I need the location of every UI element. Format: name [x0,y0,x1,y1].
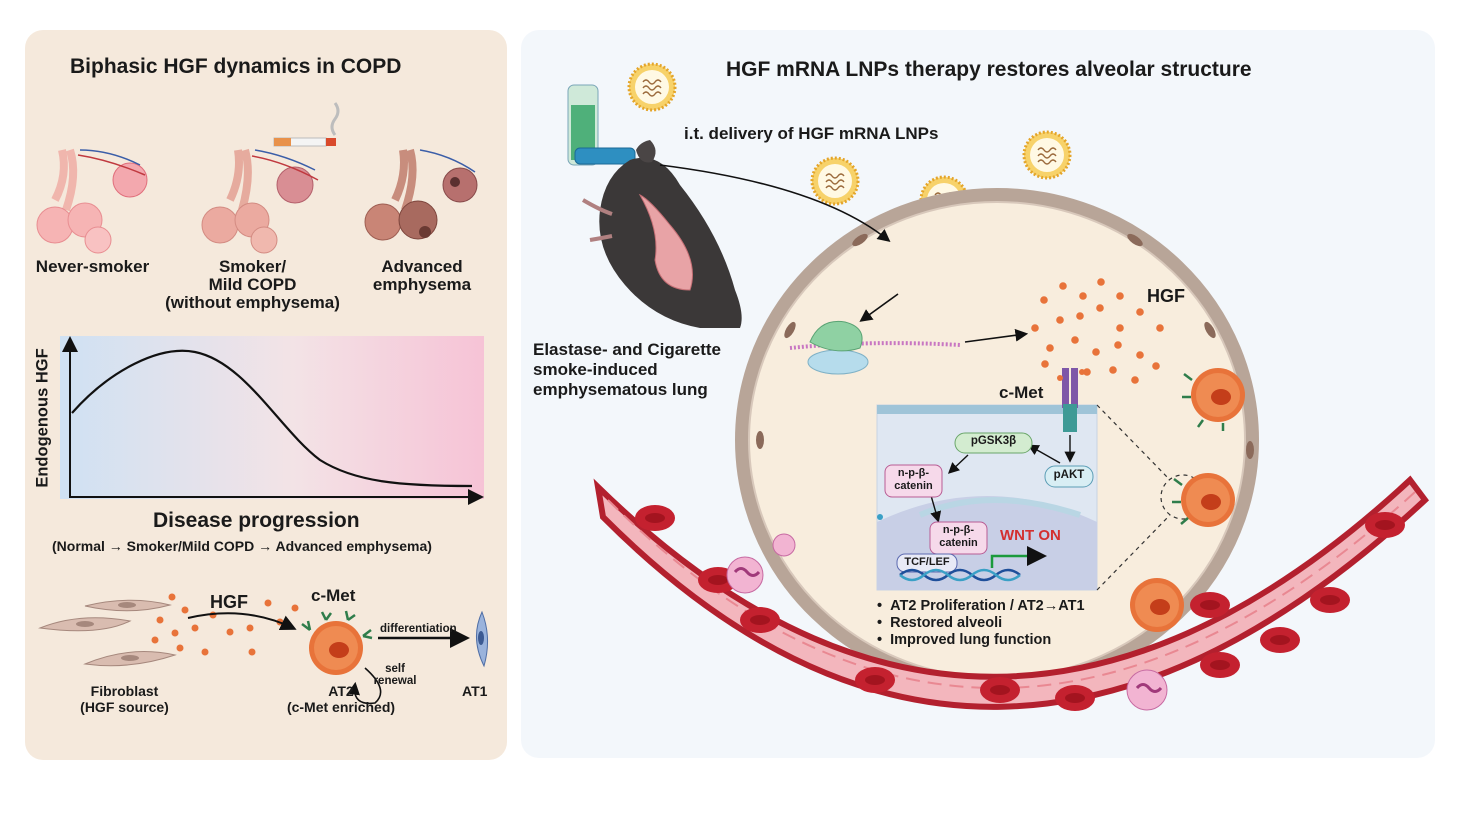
at2-cell-icon [301,610,373,675]
pgsk-node [954,432,1033,454]
fibroblast-line: (HGF source) [80,699,169,715]
fibroblast-icon [38,599,177,667]
right-cmet-label: c-Met [999,383,1044,402]
blood-vessel [593,475,1430,710]
stage-label-line: Never-smoker [35,257,150,276]
left-title: Biphasic HGF dynamics in COPD [70,55,402,78]
at1-label: AT1 [462,683,488,699]
pakt-label: pAKT [1053,469,1085,481]
fibroblast-line: Fibroblast [90,683,159,699]
self-renewal-line: self [385,663,405,675]
stage-label-line: Advanced [381,257,463,276]
chart-ylabel: Endogenous HGF [33,348,52,488]
translation-arrow [964,328,1029,343]
stage-label-line: (without emphysema) [165,293,340,312]
outcome-item: • Improved lung function [877,632,1052,648]
stage-label-line: Mild COPD [208,275,297,294]
lnp-icon [627,62,677,112]
model-line: emphysematous lung [533,380,708,399]
npb-line: catenin [939,537,978,549]
npb-line: n-p-β- [942,524,975,536]
at2-line: (c-Met enriched) [286,699,396,715]
cell-membrane [877,405,1097,414]
outcome-text: Restored alveoli [890,615,1003,631]
npb-line: catenin [894,480,933,492]
model-label: Elastase- and Cigarette smoke-induced em… [533,340,721,400]
lnp-icon [810,156,860,206]
at2-cell-icon [1182,368,1245,431]
right-hgf-label: HGF [1147,286,1185,306]
stage-label-smoker: Smoker/ Mild COPD (without emphysema) [155,258,350,312]
npb-node-1 [884,464,943,498]
wnt-label: WNT ON [1000,527,1061,544]
tcf-label: TCF/LEF [904,556,950,568]
left-cmet-label: c-Met [311,586,356,605]
transcription-arrow [990,546,1047,568]
mouse-icon [581,140,742,328]
at2-label: AT2 (c-Met enriched) [275,683,407,715]
self-renewal-arrow [347,667,382,705]
stage-label-never-smoker: Never-smoker [30,258,155,276]
inhaler-icon [567,84,636,166]
left-hgf-label: HGF [210,592,248,612]
delivery-arrow [659,164,891,243]
alveolar-cell-nuclei [756,233,1254,459]
hgf-arrow [187,612,297,631]
outcome-text: Improved lung function [890,632,1052,648]
dna-icon [899,568,1021,582]
pakt-node [1044,465,1094,488]
stage-label-advanced: Advanced emphysema [362,258,482,294]
npb-line: n-p-β- [897,467,930,479]
lnp-icon [1022,130,1072,180]
lung-icon [201,148,319,254]
at2-line: AT2 [328,683,354,699]
outcome-text: AT2 Proliferation / AT2→AT1 [890,598,1085,614]
at2-cell-icon [1172,473,1235,527]
npb-label-2: n-p-β- catenin [930,524,987,550]
stage-label-line: emphysema [372,275,472,294]
at1-cell-icon [476,610,488,668]
self-renewal-label: self renewal [370,663,420,687]
outcome-item: • AT2 Proliferation / AT2→AT1 [877,598,1085,614]
chart-xlabel: Disease progression [153,509,360,532]
outcome-list: • AT2 Proliferation / AT2→AT1 • Restored… [877,598,1085,649]
model-line: Elastase- and Cigarette [533,340,722,359]
at2-cell-icon [1130,578,1184,632]
cigarette-icon [273,102,340,147]
right-title: HGF mRNA LNPs therapy restores alveolar … [726,58,1252,81]
fibroblast-label: Fibroblast (HGF source) [72,683,177,715]
npb-node-2 [929,521,988,555]
hgf-curve [71,349,473,488]
differentiation-label: differentiation [380,623,457,635]
neutrophil-icon [726,533,1168,711]
pgsk-label: pGSK3β [970,435,1017,447]
ribosome-icon [789,320,961,375]
outcome-item: • Restored alveoli [877,615,1003,631]
stage-label-line: Smoker/ [218,257,287,276]
chart-background [60,336,484,499]
self-renewal-line: renewal [373,675,417,687]
npb-label-1: n-p-β- catenin [885,467,942,493]
delivery-label: i.t. delivery of HGF mRNA LNPs [684,124,939,143]
model-line: smoke-induced [533,360,658,379]
lung-icon [364,148,478,241]
hgf-particles-right [1031,278,1164,384]
lung-icon [36,148,148,254]
receptor-icon [1057,368,1085,432]
lnp-uptake-arrow [859,293,899,322]
chart-xsubtitle: (Normal → Smoker/Mild COPD → Advanced em… [52,538,432,554]
